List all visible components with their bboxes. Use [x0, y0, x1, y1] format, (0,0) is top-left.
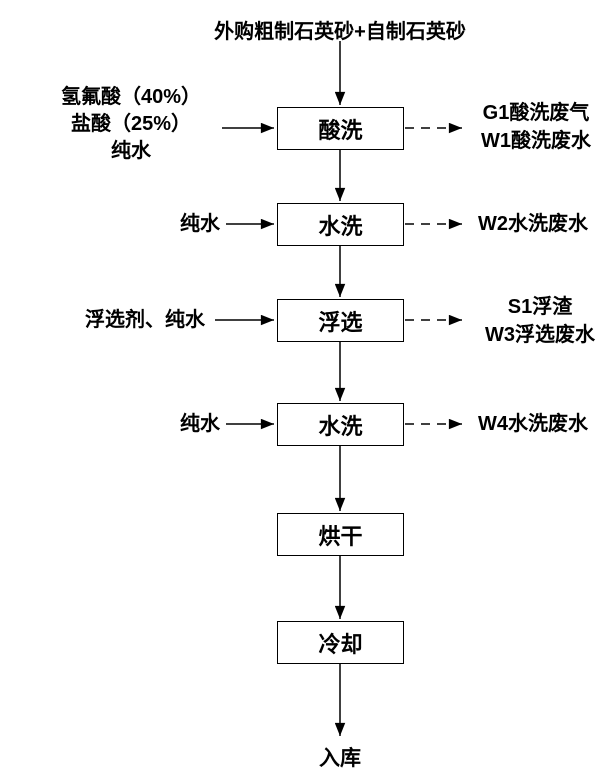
- output-label-water-wash-2: W4水洗废水: [478, 413, 588, 435]
- process-box-acid-wash-label: 酸洗: [318, 117, 363, 143]
- input-label-water-wash-2: 纯水: [180, 413, 220, 435]
- final-storage-label: 入库: [319, 747, 361, 770]
- output-label-water-wash-1: W2水洗废水: [478, 213, 588, 235]
- input-arrows: [215, 122, 274, 430]
- process-box-flotation-label: 浮选: [318, 309, 363, 335]
- process-box-cooling-label: 冷却: [318, 631, 363, 657]
- input-acid-wash-line-1: 氢氟酸（40%）: [60, 86, 202, 108]
- output-flotation-line-1: S1浮渣: [507, 296, 573, 318]
- process-box-water-wash-2: 水洗: [277, 403, 404, 446]
- process-box-water-wash-1: 水洗: [277, 203, 404, 246]
- input-label-flotation: 浮选剂、纯水: [85, 309, 205, 331]
- output-arrows: [405, 122, 462, 430]
- process-box-drying: 烘干: [277, 513, 404, 556]
- process-box-acid-wash: 酸洗: [277, 107, 404, 150]
- output-acid-wash-line-2: W1酸洗废水: [481, 130, 591, 152]
- input-acid-wash-line-3: 纯水: [111, 140, 151, 162]
- process-box-water-wash-2-label: 水洗: [318, 413, 363, 439]
- process-box-flotation: 浮选: [277, 299, 404, 342]
- input-label-acid-wash: 氢氟酸（40%） 盐酸（25%） 纯水: [61, 84, 201, 165]
- output-label-flotation: S1浮渣 W3浮选废水: [485, 293, 595, 349]
- input-acid-wash-line-2: 盐酸（25%）: [70, 113, 192, 135]
- process-box-water-wash-1-label: 水洗: [318, 213, 363, 239]
- output-acid-wash-line-1: G1酸洗废气: [482, 102, 590, 124]
- process-box-cooling: 冷却: [277, 621, 404, 664]
- output-flotation-line-2: W3浮选废水: [485, 324, 595, 346]
- input-label-water-wash-1: 纯水: [180, 213, 220, 235]
- process-box-drying-label: 烘干: [318, 523, 363, 549]
- output-label-acid-wash: G1酸洗废气 W1酸洗废水: [481, 99, 591, 155]
- source-material-label: 外购粗制石英砂+自制石英砂: [214, 21, 466, 43]
